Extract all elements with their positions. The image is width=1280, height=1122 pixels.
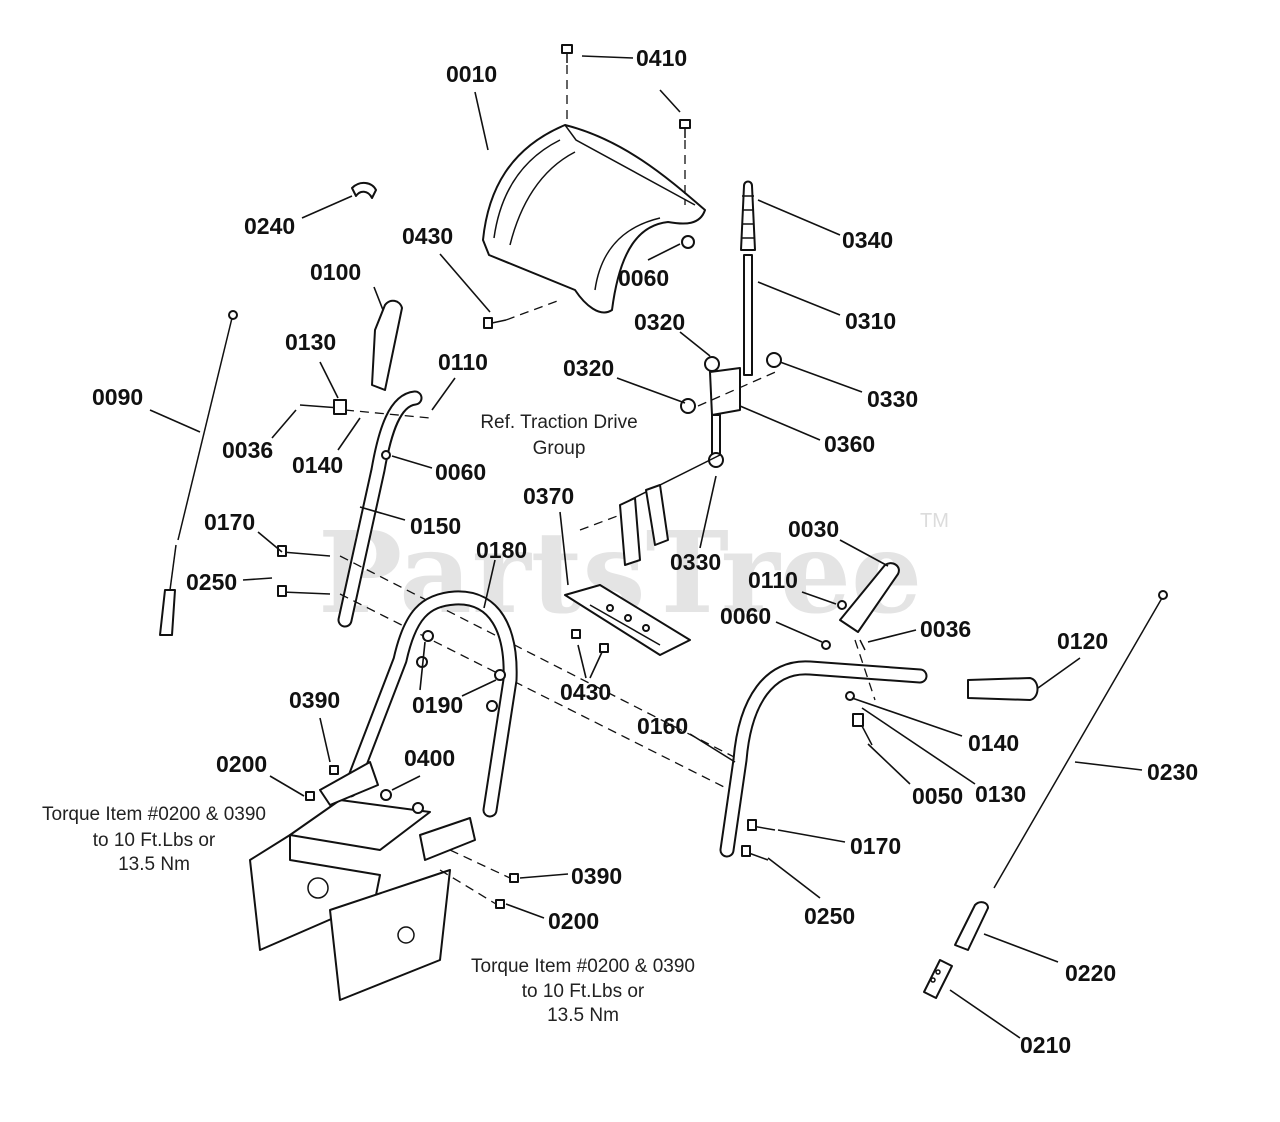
lower-handle-part	[342, 590, 518, 818]
label-0110: 0110	[438, 349, 488, 375]
label-0036: 0036	[222, 437, 273, 463]
label-0310: 0310	[845, 308, 896, 334]
label-0390-b: 0390	[571, 863, 622, 889]
torque-note-left-line1: Torque Item #0200 & 0390	[42, 804, 266, 825]
label-0240: 0240	[244, 213, 295, 239]
chassis-plates-part	[249, 761, 519, 1001]
ref-note-line2: Group	[533, 438, 586, 459]
label-0140: 0140	[292, 452, 343, 478]
label-0320-b: 0320	[563, 355, 614, 381]
label-0010: 0010	[446, 61, 497, 87]
label-0430-b: 0430	[560, 679, 611, 705]
label-0130: 0130	[285, 329, 336, 355]
torque-note-right-line1: Torque Item #0200 & 0390	[471, 956, 695, 977]
ref-note-line1: Ref. Traction Drive	[480, 412, 637, 433]
label-0180: 0180	[476, 537, 527, 563]
label-0410: 0410	[636, 45, 687, 71]
bolt-0430-top	[483, 299, 561, 329]
shift-rod-part	[740, 180, 756, 376]
label-0330-b: 0330	[670, 549, 721, 575]
label-0050: 0050	[912, 783, 963, 809]
label-0250-b: 0250	[804, 903, 855, 929]
upper-handle-left-part	[299, 390, 431, 628]
parts-drawing	[159, 44, 1168, 1001]
shift-bracket-part	[680, 352, 782, 468]
label-0060: 0060	[618, 265, 669, 291]
grip-right-part	[967, 677, 1039, 701]
part-labels: 0010 0410 0240 0430 0060 0340 0100 0310 …	[92, 45, 1198, 1058]
label-0170-b: 0170	[850, 833, 901, 859]
label-0360: 0360	[824, 431, 875, 457]
label-0100: 0100	[310, 259, 361, 285]
label-0060-c: 0060	[720, 603, 771, 629]
torque-note-left-line3: 13.5 Nm	[118, 854, 190, 875]
label-0390: 0390	[289, 687, 340, 713]
label-0090: 0090	[92, 384, 143, 410]
bolts-0410	[561, 44, 695, 249]
trademark: TM	[920, 510, 949, 532]
leader-lines	[149, 55, 1143, 1039]
cable-left-part	[159, 310, 238, 636]
cable-right-part	[923, 590, 1168, 999]
label-0200-b: 0200	[548, 908, 599, 934]
label-0220: 0220	[1065, 960, 1116, 986]
label-0190: 0190	[412, 692, 463, 718]
torque-note-right-line2: to 10 Ft.Lbs or	[522, 981, 645, 1002]
small-parts-right	[821, 600, 876, 746]
upper-handle-right-part	[719, 660, 928, 861]
label-0030: 0030	[788, 516, 839, 542]
label-0400: 0400	[404, 745, 455, 771]
label-0060-b: 0060	[435, 459, 486, 485]
torque-note-right-line3: 13.5 Nm	[547, 1005, 619, 1026]
label-0170: 0170	[204, 509, 255, 535]
label-0130-b: 0130	[975, 781, 1026, 807]
label-0036-b: 0036	[920, 616, 971, 642]
traction-linkage-part	[579, 454, 721, 566]
label-0230: 0230	[1147, 759, 1198, 785]
grip-left-part	[371, 299, 403, 391]
label-0370: 0370	[523, 483, 574, 509]
torque-note-left-line2: to 10 Ft.Lbs or	[93, 830, 216, 851]
label-0210: 0210	[1020, 1032, 1071, 1058]
label-0430: 0430	[402, 223, 453, 249]
clip-part	[351, 182, 377, 199]
index-bracket-part	[564, 584, 691, 656]
dash-panel-part	[482, 124, 706, 314]
label-0330: 0330	[867, 386, 918, 412]
label-0250: 0250	[186, 569, 237, 595]
label-0160: 0160	[637, 713, 688, 739]
label-0120: 0120	[1057, 628, 1108, 654]
label-0200: 0200	[216, 751, 267, 777]
label-0140-b: 0140	[968, 730, 1019, 756]
label-0110-b: 0110	[748, 567, 798, 593]
notes: Ref. Traction Drive Group Torque Item #0…	[42, 412, 695, 1026]
label-0320-a: 0320	[634, 309, 685, 335]
label-0150: 0150	[410, 513, 461, 539]
label-0340: 0340	[842, 227, 893, 253]
